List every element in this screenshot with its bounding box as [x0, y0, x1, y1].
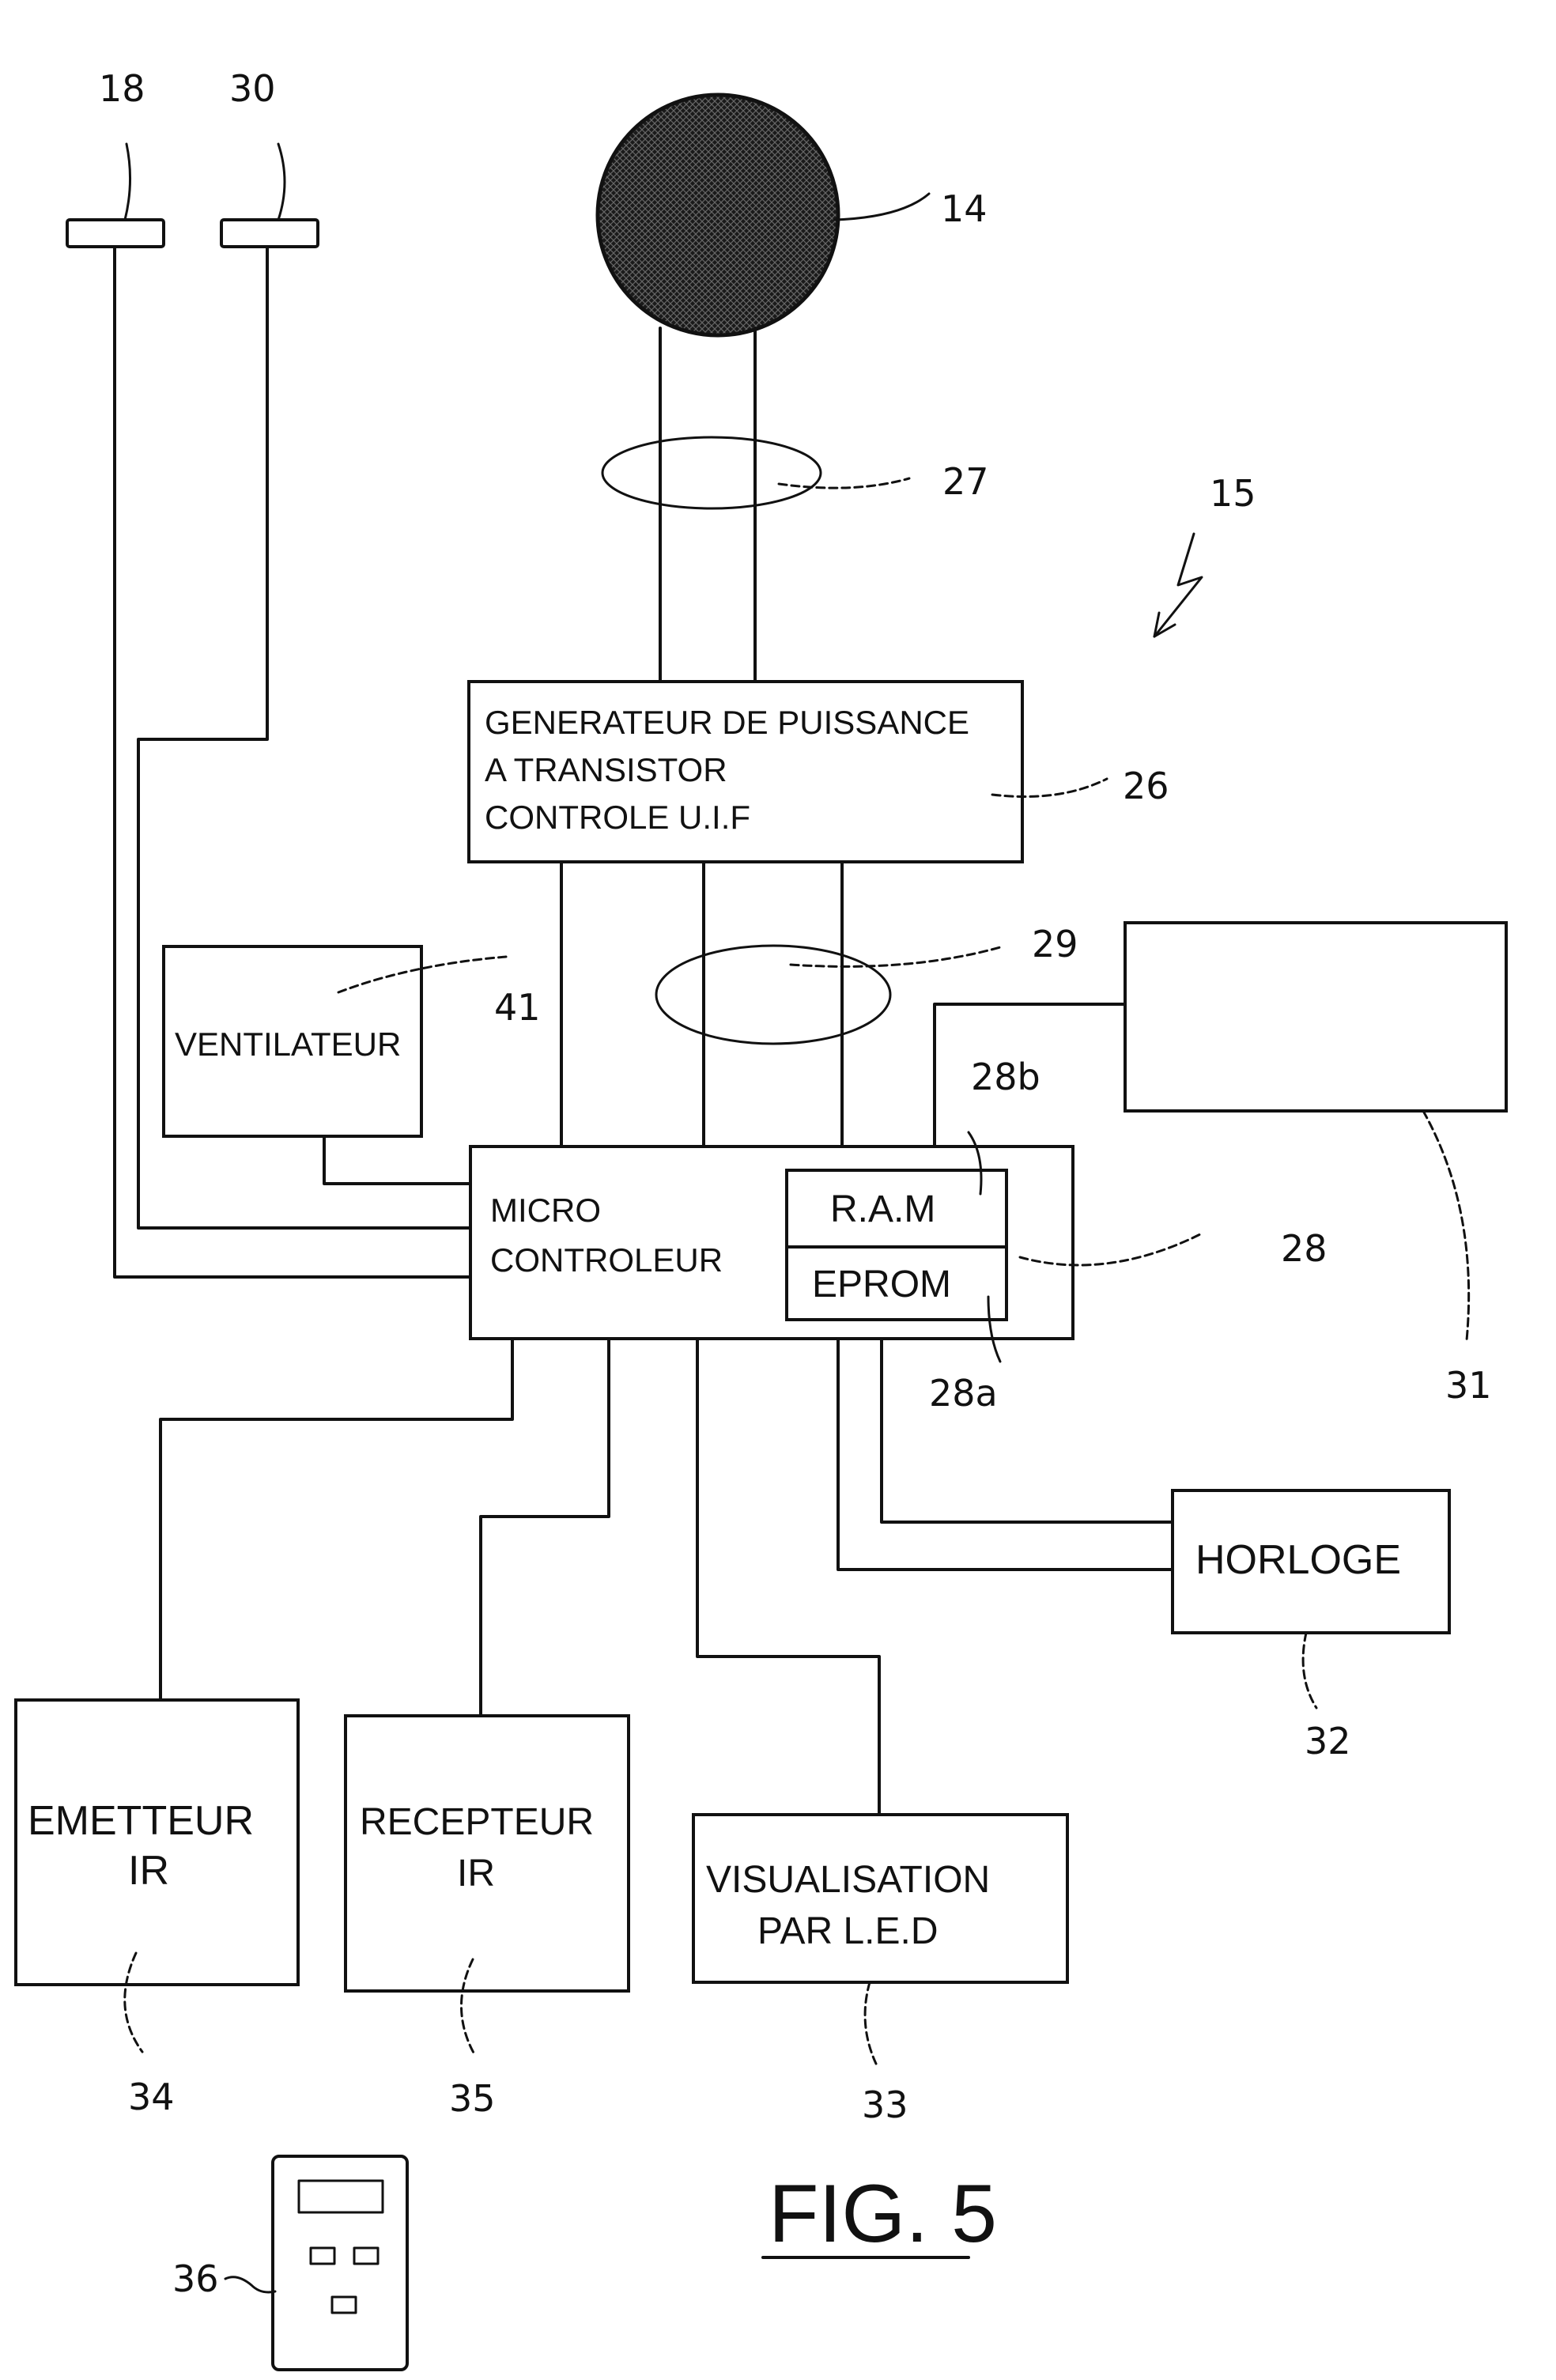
ref-41: 41 — [494, 986, 541, 1029]
ref-15: 15 — [1210, 472, 1256, 515]
leader-14 — [834, 194, 929, 220]
generator-line3: CONTROLE U.I.F — [485, 799, 750, 836]
wire-visualisation — [697, 1339, 879, 1815]
emetteur-line2: IR — [128, 1848, 169, 1894]
wire-recepteur — [481, 1339, 609, 1716]
wire-emetteur — [161, 1339, 512, 1700]
ref-18: 18 — [99, 67, 145, 110]
arrow-15 — [1154, 534, 1202, 637]
generator-line2: A TRANSISTOR — [485, 751, 727, 788]
microcontroller-line2: CONTROLEUR — [490, 1241, 723, 1279]
emetteur-line1: EMETTEUR — [28, 1798, 254, 1844]
visualisation-line2: PAR L.E.D — [757, 1910, 939, 1952]
ref-31: 31 — [1445, 1364, 1492, 1407]
visualisation-line1: VISUALISATION — [706, 1859, 990, 1901]
ref-28b: 28b — [971, 1056, 1040, 1098]
inductor-14 — [598, 95, 838, 335]
sensor-18 — [67, 220, 164, 247]
wire-horloge-b — [882, 1339, 1173, 1522]
leader-18 — [125, 144, 130, 220]
ref-27: 27 — [942, 460, 989, 503]
leader-32 — [1303, 1633, 1316, 1708]
microcontroller-line1: MICRO — [490, 1192, 601, 1229]
ref-36: 36 — [172, 2257, 219, 2300]
leader-36 — [225, 2277, 275, 2292]
leader-33 — [865, 1982, 876, 2064]
ref-28: 28 — [1281, 1227, 1328, 1270]
ref-28a: 28a — [929, 1372, 998, 1415]
wire-horloge-a — [838, 1339, 1173, 1570]
leader-31 — [1423, 1111, 1469, 1340]
ram-label: R.A.M — [830, 1188, 935, 1230]
generator-line1: GENERATEUR DE PUISSANCE — [485, 704, 969, 741]
eprom-label: EPROM — [812, 1264, 951, 1305]
ref-35: 35 — [449, 2077, 496, 2120]
wire-ventilateur — [324, 1136, 470, 1184]
ref-14: 14 — [941, 187, 988, 230]
sensor-30 — [221, 220, 318, 247]
figure-title: FIG. 5 — [769, 2168, 997, 2260]
block-31 — [1125, 923, 1506, 1111]
ref-26: 26 — [1123, 765, 1169, 807]
ref-34: 34 — [128, 2076, 175, 2118]
ventilateur-label: VENTILATEUR — [175, 1026, 401, 1063]
ref-29: 29 — [1032, 923, 1078, 965]
recepteur-line1: RECEPTEUR — [360, 1801, 594, 1843]
remote-control — [273, 2156, 407, 2370]
ref-33: 33 — [862, 2083, 908, 2126]
ref-32: 32 — [1305, 1720, 1351, 1762]
leader-30 — [278, 144, 285, 220]
leader-27 — [779, 478, 909, 488]
bundle-29 — [656, 946, 890, 1044]
ref-30: 30 — [229, 67, 276, 110]
recepteur-line2: IR — [457, 1853, 495, 1895]
bundle-27 — [602, 437, 821, 508]
horloge-label: HORLOGE — [1195, 1537, 1401, 1583]
